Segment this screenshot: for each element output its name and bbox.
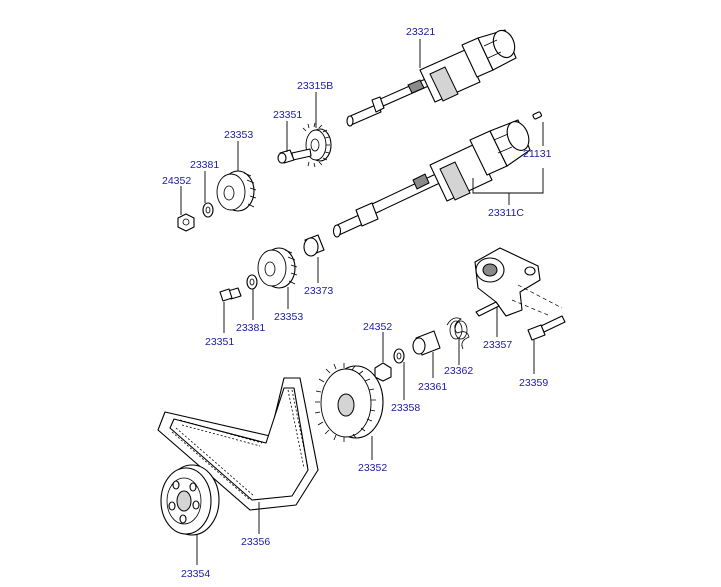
part-label-23351-top[interactable]: 23351 (273, 109, 302, 121)
part-label-23353-top[interactable]: 23353 (224, 129, 253, 141)
nut-mid (374, 362, 392, 382)
leader-lines (180, 39, 544, 565)
part-label-23354[interactable]: 23354 (181, 568, 210, 580)
sprocket-top (216, 170, 257, 212)
part-label-23356[interactable]: 23356 (241, 536, 270, 548)
bolt-top (277, 148, 312, 164)
washer-top (202, 202, 214, 218)
part-label-23352[interactable]: 23352 (358, 462, 387, 474)
balance-shaft-lower (332, 119, 531, 238)
part-label-21131[interactable]: 21131 (523, 148, 552, 160)
part-label-24352-mid[interactable]: 24352 (363, 321, 392, 333)
nut-top (177, 213, 195, 232)
tensioner-spring (446, 317, 470, 350)
sprocket-mid (257, 247, 298, 289)
balance-shaft-upper (346, 29, 517, 127)
part-label-23353-mid[interactable]: 23353 (274, 311, 303, 323)
crank-sprocket (314, 363, 384, 442)
bolt-mid (219, 287, 242, 302)
part-label-23321[interactable]: 23321 (406, 26, 435, 38)
tensioner-bolt (527, 315, 566, 341)
part-label-23358[interactable]: 23358 (391, 402, 420, 414)
tensioner-assembly (474, 247, 541, 317)
crank-pulley (160, 464, 220, 536)
part-label-23351-mid[interactable]: 23351 (205, 336, 234, 348)
drive-gear-small (302, 122, 332, 168)
part-label-23311c[interactable]: 23311C (488, 207, 524, 219)
part-label-23315b[interactable]: 23315B (297, 80, 333, 92)
part-label-23381-mid[interactable]: 23381 (236, 322, 265, 334)
part-label-23359[interactable]: 23359 (519, 377, 548, 389)
tensioner-spacer (412, 330, 441, 356)
collar (303, 234, 325, 257)
dowel-pin (532, 111, 542, 120)
part-label-23373[interactable]: 23373 (304, 285, 333, 297)
part-label-23381-top[interactable]: 23381 (190, 159, 219, 171)
timing-belt (157, 377, 319, 511)
washer-mid (246, 274, 258, 290)
washer-tensioner (393, 348, 405, 364)
part-label-23361[interactable]: 23361 (418, 381, 447, 393)
part-label-23357[interactable]: 23357 (483, 339, 512, 351)
part-label-23362[interactable]: 23362 (444, 365, 473, 377)
part-label-24352-top[interactable]: 24352 (162, 175, 191, 187)
